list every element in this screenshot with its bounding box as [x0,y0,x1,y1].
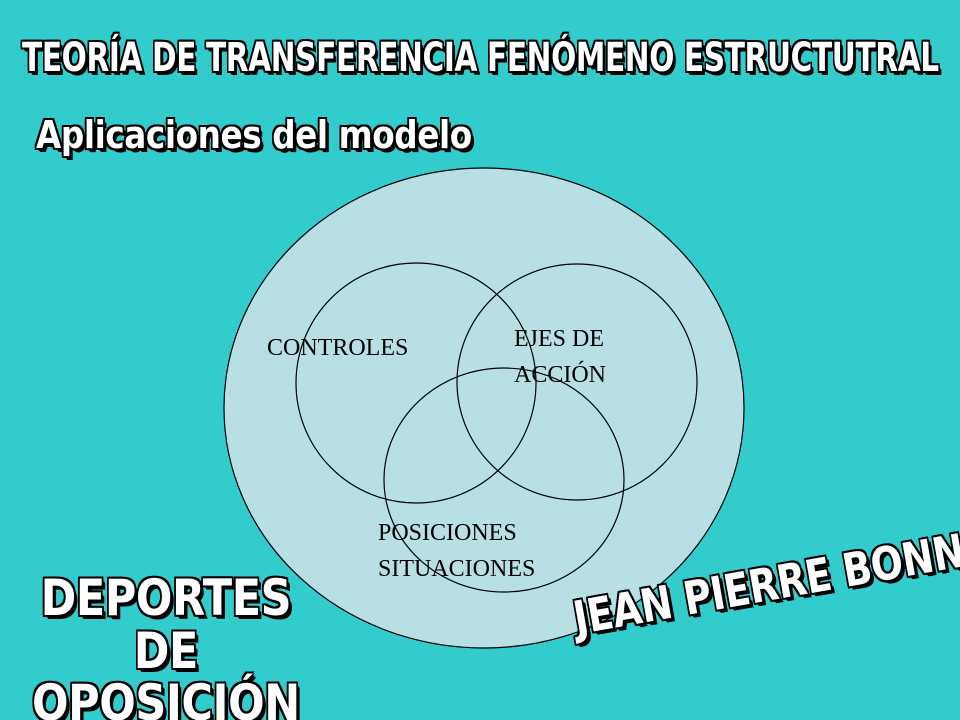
slide-title: TEORÍA DE TRANSFERENCIA FENÓMENO ESTRUCT… [22,35,939,81]
label-controles: CONTROLES [267,335,408,361]
label-posiciones-line-1: POSICIONES [378,520,517,546]
circle-ejes-de-accion [456,263,698,501]
label-posiciones-situaciones: POSICIONES SITUACIONES [378,520,535,582]
label-posiciones-line-2: SITUACIONES [378,556,535,582]
circle-controles [295,262,537,504]
label-ejes-line-1: EJES DE [514,326,604,352]
author-name: JEAN PIERRE BONNET [569,514,960,646]
slide-subtitle: Aplicaciones del modelo [36,113,472,157]
label-ejes-line-2: ACCIÓN [514,361,606,388]
label-controles-line-1: CONTROLES [267,335,408,361]
sports-category-label: DEPORTES DE OPOSICIÓN [31,569,300,720]
circle-posiciones-situaciones [383,367,625,593]
label-ejes-de-accion: EJES DE ACCIÓN [514,326,610,388]
